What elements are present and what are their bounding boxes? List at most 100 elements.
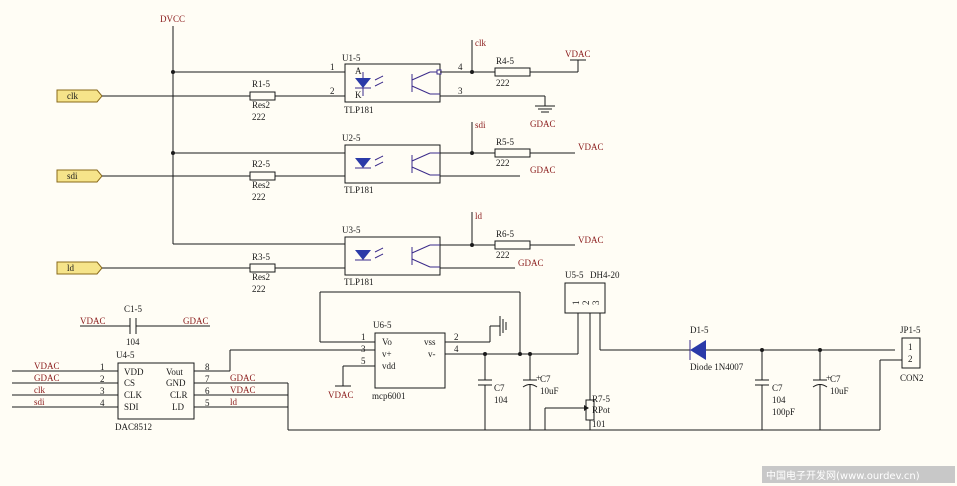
svg-text:2: 2 xyxy=(330,86,335,96)
svg-text:ld: ld xyxy=(230,397,238,407)
svg-text:10uF: 10uF xyxy=(830,386,849,396)
svg-text:+: + xyxy=(826,373,831,383)
dac-u4: U4-5 VDD CS CLK SDI Vout GND CLR LD DAC8… xyxy=(12,350,288,432)
svg-text:GDAC: GDAC xyxy=(34,373,60,383)
resistor-r1: R1-5 Res2 222 xyxy=(249,79,345,122)
svg-text:C7: C7 xyxy=(830,374,841,384)
net-clk-out: clk xyxy=(470,38,486,74)
svg-text:222: 222 xyxy=(252,284,266,294)
svg-text:7: 7 xyxy=(205,374,210,384)
ground-gdac-u1: GDAC xyxy=(530,96,556,129)
svg-text:C7: C7 xyxy=(772,383,783,393)
svg-text:Res2: Res2 xyxy=(252,100,270,110)
svg-text:2: 2 xyxy=(581,301,591,306)
svg-text:2: 2 xyxy=(454,332,459,342)
svg-text:3: 3 xyxy=(100,386,105,396)
wire-vout-to-opamp xyxy=(229,349,880,431)
svg-text:4: 4 xyxy=(100,398,105,408)
svg-text:104: 104 xyxy=(494,395,508,405)
svg-text:GDAC: GDAC xyxy=(518,258,544,268)
svg-text:C7: C7 xyxy=(540,374,551,384)
svg-text:VDD: VDD xyxy=(124,367,144,377)
diode-d1: D1-5 Diode 1N4007 xyxy=(689,325,895,372)
svg-text:R6-5: R6-5 xyxy=(496,229,515,239)
port-clk: clk xyxy=(56,89,250,103)
svg-text:TLP181: TLP181 xyxy=(344,185,374,195)
svg-text:GDAC: GDAC xyxy=(530,165,556,175)
svg-text:8: 8 xyxy=(205,362,210,372)
svg-text:6: 6 xyxy=(205,386,210,396)
optocoupler-u1: U1-5 1 2 4 3 A K TLP181 xyxy=(330,53,545,115)
svg-text:R1-5: R1-5 xyxy=(252,79,271,89)
svg-text:VDAC: VDAC xyxy=(34,361,60,371)
svg-text:U2-5: U2-5 xyxy=(342,133,361,143)
svg-text:RPot: RPot xyxy=(592,405,611,415)
svg-text:100pF: 100pF xyxy=(772,407,795,417)
svg-text:DVCC: DVCC xyxy=(160,14,185,24)
svg-text:4: 4 xyxy=(454,344,459,354)
svg-text:Diode 1N4007: Diode 1N4007 xyxy=(690,362,744,372)
port-sdi: sdi xyxy=(56,169,250,183)
svg-text:101: 101 xyxy=(592,419,606,429)
svg-text:3: 3 xyxy=(458,86,463,96)
svg-text:ld: ld xyxy=(67,263,75,273)
svg-text:U4-5: U4-5 xyxy=(116,350,135,360)
opamp-u6: U6-5 Vo v+ vdd vss v- 1 3 5 2 4 mcp6001 … xyxy=(319,291,578,401)
svg-text:SDI: SDI xyxy=(124,402,139,412)
svg-text:VDAC: VDAC xyxy=(565,49,591,59)
svg-text:GDAC: GDAC xyxy=(530,119,556,129)
svg-text:sdi: sdi xyxy=(67,171,78,181)
svg-text:R7-5: R7-5 xyxy=(592,394,611,404)
connector-jp1: JP1-5 1 2 CON2 xyxy=(879,325,924,430)
svg-text:DH4-20: DH4-20 xyxy=(590,270,620,280)
svg-text:R3-5: R3-5 xyxy=(252,252,271,262)
svg-text:CLR: CLR xyxy=(170,390,188,400)
svg-text:1: 1 xyxy=(571,301,581,306)
svg-text:C7: C7 xyxy=(494,383,505,393)
watermark: 中国电子开发网(www.ourdev.cn) xyxy=(762,466,955,483)
svg-text:vss: vss xyxy=(424,337,436,347)
svg-text:1: 1 xyxy=(908,342,913,352)
svg-text:U6-5: U6-5 xyxy=(373,320,392,330)
resistor-r5: R5-5 222 VDAC GDAC xyxy=(494,137,604,175)
svg-text:1: 1 xyxy=(100,362,105,372)
svg-text:clk: clk xyxy=(34,385,45,395)
reference-u5: U5-5 DH4-20 1 2 3 xyxy=(564,270,690,400)
resistor-r2: R2-5 Res2 222 xyxy=(249,159,345,202)
svg-text:U1-5: U1-5 xyxy=(342,53,361,63)
svg-text:v-: v- xyxy=(428,349,436,359)
ground-vss xyxy=(489,316,507,342)
resistor-r6: R6-5 222 VDAC GDAC xyxy=(494,229,604,268)
svg-text:Res2: Res2 xyxy=(252,272,270,282)
svg-text:TLP181: TLP181 xyxy=(344,105,374,115)
svg-text:TLP181: TLP181 xyxy=(344,277,374,287)
svg-text:222: 222 xyxy=(252,192,266,202)
svg-text:VDAC: VDAC xyxy=(80,316,106,326)
svg-text:GND: GND xyxy=(166,378,186,388)
svg-text:VDAC: VDAC xyxy=(328,390,354,400)
svg-text:222: 222 xyxy=(496,158,510,168)
svg-text:5: 5 xyxy=(205,398,210,408)
svg-text:222: 222 xyxy=(496,250,510,260)
svg-text:vdd: vdd xyxy=(382,361,396,371)
capacitor-c1: VDAC GDAC C1-5 104 xyxy=(80,304,210,347)
svg-text:clk: clk xyxy=(475,38,486,48)
svg-text:R4-5: R4-5 xyxy=(496,56,515,66)
svg-text:CON2: CON2 xyxy=(900,373,924,383)
svg-text:C1-5: C1-5 xyxy=(124,304,143,314)
svg-text:ld: ld xyxy=(475,211,483,221)
svg-text:DAC8512: DAC8512 xyxy=(115,422,152,432)
svg-text:2: 2 xyxy=(100,374,105,384)
svg-text:sdi: sdi xyxy=(475,120,486,130)
net-ld-out: ld xyxy=(470,211,483,247)
svg-text:104: 104 xyxy=(772,395,786,405)
svg-text:U5-5: U5-5 xyxy=(565,270,584,280)
svg-text:222: 222 xyxy=(496,78,510,88)
potentiometer-r7: R7-5 RPot 101 xyxy=(544,394,611,430)
svg-text:R5-5: R5-5 xyxy=(496,137,515,147)
svg-text:JP1-5: JP1-5 xyxy=(900,325,921,335)
svg-text:U3-5: U3-5 xyxy=(342,225,361,235)
svg-text:2: 2 xyxy=(908,354,913,364)
resistor-r4: R4-5 222 VDAC xyxy=(494,49,591,88)
